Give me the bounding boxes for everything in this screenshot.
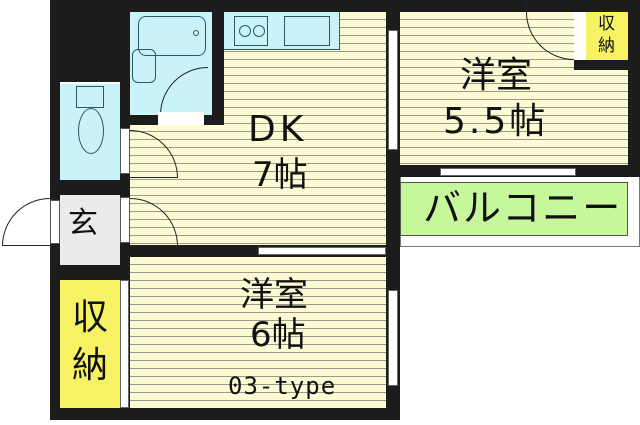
dk-room1-sliding-door[interactable] <box>388 30 398 150</box>
room2-name: 洋室 <box>240 275 308 315</box>
toilet-room <box>60 84 120 180</box>
entrance-label: 玄 <box>68 206 98 241</box>
bath-door-swing-icon <box>160 67 208 115</box>
bathroom <box>130 12 212 126</box>
closet-small-label-1: 収 <box>598 14 615 34</box>
washbasin-icon <box>132 49 156 83</box>
dining-kitchen <box>130 12 386 245</box>
wall-right-outer <box>628 0 640 178</box>
room2-size: 6帖 <box>250 315 306 355</box>
balcony-label: バルコニー <box>423 186 623 230</box>
bathtub-icon <box>138 16 206 56</box>
dk-size: 7帖 <box>252 155 308 195</box>
type-label: 03-type <box>228 372 337 400</box>
western-room-5-5 <box>400 12 628 165</box>
balcony-sliding-window[interactable] <box>440 168 576 176</box>
entry-door-opening <box>120 197 130 243</box>
wall-toilet-bottom <box>50 180 130 195</box>
closet-left[interactable]: 収 納 <box>60 280 120 408</box>
closet-left-label-2: 納 <box>72 345 109 386</box>
toilet-bowl-icon <box>78 108 104 154</box>
toilet-tank-icon <box>76 86 104 108</box>
entrance: 玄 <box>60 195 120 265</box>
dk-sliding-door[interactable] <box>258 247 386 255</box>
closet-door-opening <box>574 12 586 62</box>
closet-small-wall <box>574 60 628 70</box>
bath-door-opening <box>158 112 204 126</box>
room1-size: 5.5帖 <box>443 101 549 142</box>
closet-small-label-2: 納 <box>598 36 615 56</box>
dk-name: DK <box>248 109 308 150</box>
balcony: バルコニー <box>400 182 628 236</box>
closet-left-label-1: 収 <box>72 297 109 338</box>
wall-bath-right <box>212 0 224 124</box>
closet-left-sliding-door[interactable] <box>120 280 129 408</box>
room1-name: 洋室 <box>460 55 533 96</box>
wall-entry-bottom <box>50 265 130 280</box>
outer-wall-frame <box>50 0 640 12</box>
kitchen-counter <box>224 12 340 50</box>
front-door-swing-icon[interactable] <box>2 198 50 246</box>
bottom-wall <box>50 408 398 420</box>
stove-icon <box>234 16 268 46</box>
western-room-6 <box>130 257 386 408</box>
front-door-opening <box>50 200 60 244</box>
top-left-shaft <box>50 0 122 82</box>
bath-drain-icon <box>193 30 199 36</box>
kitchen-sink-icon <box>284 16 330 46</box>
room2-window[interactable] <box>388 290 398 386</box>
closet-small[interactable]: 収 納 <box>586 12 628 62</box>
toilet-door-opening <box>120 128 130 174</box>
